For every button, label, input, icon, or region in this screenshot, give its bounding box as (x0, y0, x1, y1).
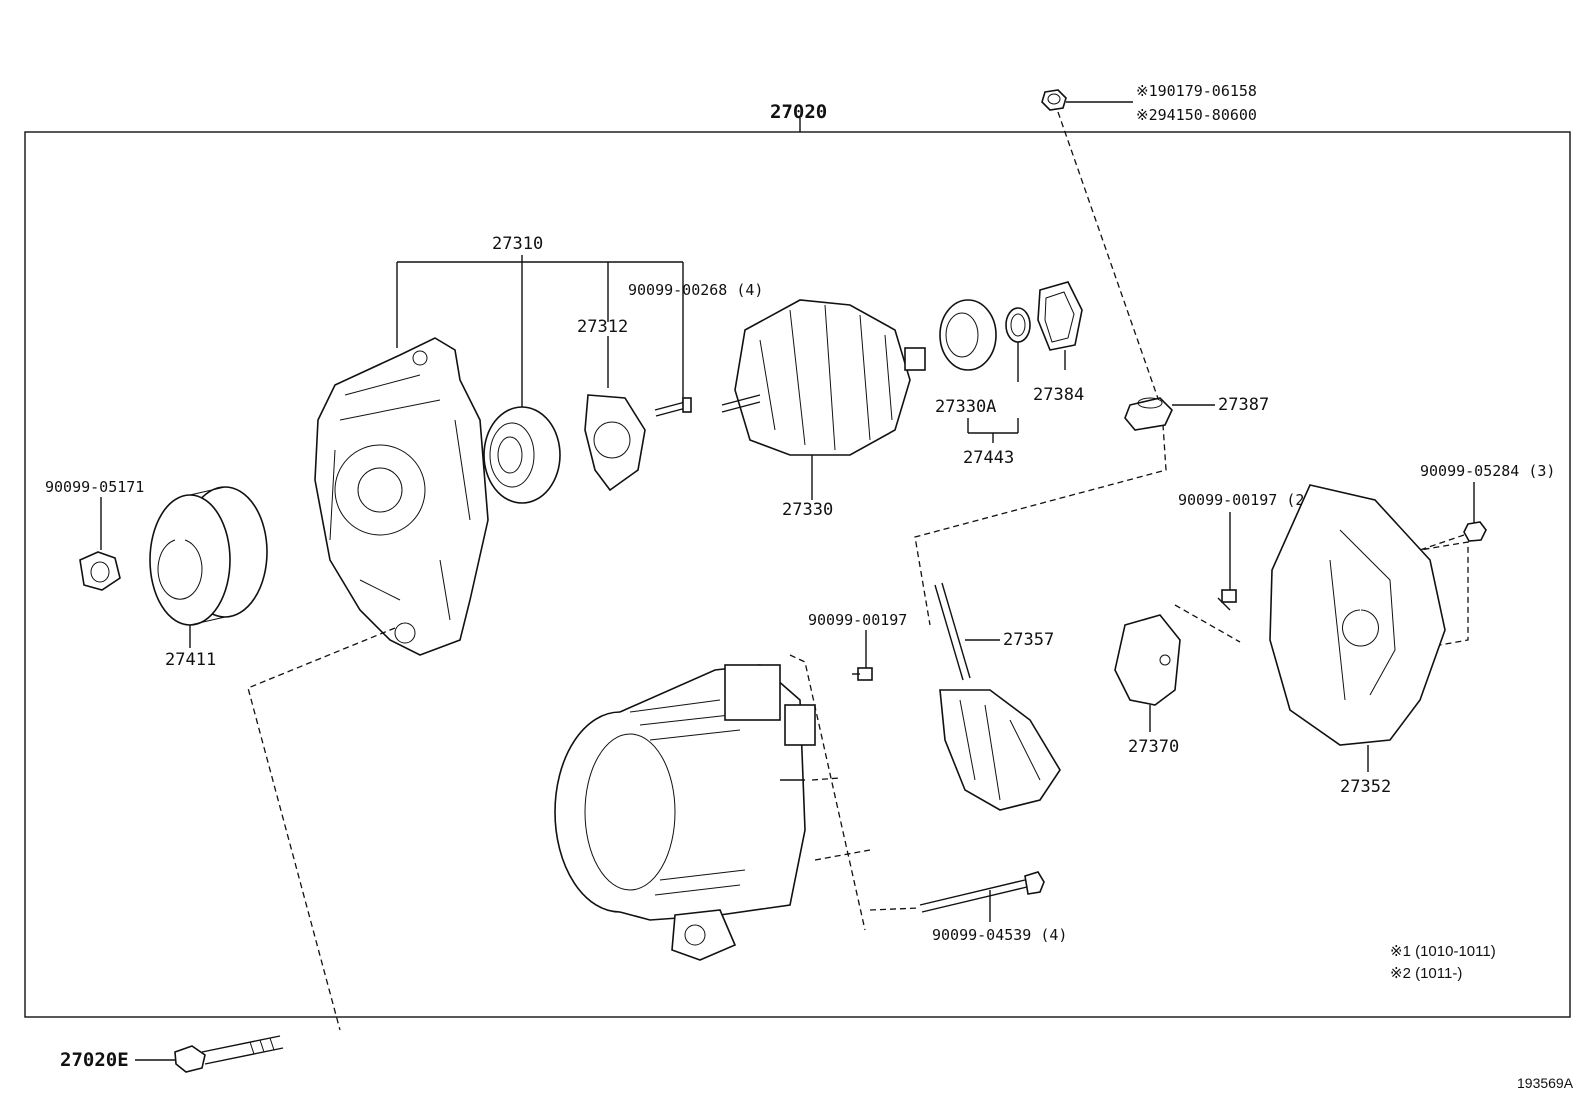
rectifier[interactable] (934, 582, 1061, 811)
brush-holder-screw[interactable] (1217, 589, 1237, 611)
collar-label: 27384 (1033, 385, 1084, 405)
cover-nut[interactable] (1463, 521, 1487, 542)
bracket-label: 27310 (492, 234, 543, 254)
note-1: ※1 (1010-1011) (1390, 943, 1496, 960)
mounting-bolt[interactable] (174, 1035, 284, 1073)
top-nut[interactable] (1041, 89, 1067, 111)
brush-holder-label: 27370 (1128, 737, 1179, 757)
front-bearing[interactable] (483, 406, 561, 504)
pulley-nut-label: 90099-05171 (45, 478, 144, 496)
nut-top-label-1: ※190179-06158 (1136, 82, 1257, 100)
rotor[interactable] (721, 299, 926, 456)
retainer-screw[interactable] (654, 397, 692, 417)
cap-label: 27387 (1218, 395, 1269, 415)
assembly-label: 27020 (770, 101, 827, 123)
bearing-set-label: 27443 (963, 448, 1014, 468)
pulley-nut[interactable] (79, 551, 121, 591)
rectifier-label: 27357 (1003, 630, 1054, 650)
rectifier-screw[interactable] (852, 667, 873, 681)
drive-end-frame[interactable] (314, 337, 489, 656)
retainer-label: 27312 (577, 317, 628, 337)
note-2: ※2 (1011-) (1390, 965, 1462, 982)
bearing-retainer[interactable] (584, 394, 646, 492)
through-bolt-label: 90099-04539 (4) (932, 926, 1067, 944)
rear-end-cover[interactable] (1269, 484, 1446, 746)
rear-bearing[interactable] (939, 299, 997, 371)
screw-holder-label: 90099-00197 (2) (1178, 491, 1313, 509)
mount-bolt-label: 27020E (60, 1049, 129, 1071)
terminal-cap[interactable] (1124, 397, 1173, 431)
pulley-label: 27411 (165, 650, 216, 670)
bearing-a-label: 27330A (935, 397, 996, 417)
screw-rect-label: 90099-00197 (808, 611, 907, 629)
pulley[interactable] (149, 486, 268, 626)
stator-housing[interactable] (554, 664, 816, 961)
nut-top-label-2: ※294150-80600 (1136, 106, 1257, 124)
through-bolt[interactable] (919, 871, 1045, 913)
screw-27312-label: 90099-00268 (4) (628, 281, 763, 299)
nut-cover-label: 90099-05284 (3) (1420, 462, 1555, 480)
cover-label: 27352 (1340, 777, 1391, 797)
brush-holder[interactable] (1114, 614, 1181, 706)
bearing-cover-ring[interactable] (1005, 307, 1031, 343)
assembly-frame (24, 131, 1571, 1018)
rotor-label: 27330 (782, 500, 833, 520)
reference-code: 193569A (1517, 1075, 1574, 1091)
collar[interactable] (1037, 281, 1083, 351)
